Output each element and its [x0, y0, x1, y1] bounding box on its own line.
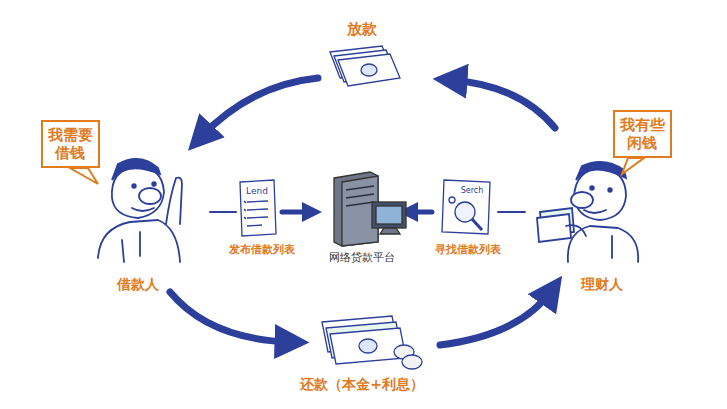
document-icon: [240, 180, 276, 236]
speech-bubble: 我有些闲钱: [613, 110, 672, 158]
bubble-text: 我有些闲钱: [620, 116, 665, 152]
caption-text: 寻找借款列表: [435, 244, 501, 257]
role-label: 理财人: [581, 276, 623, 292]
bills-coins-icon: [322, 316, 422, 369]
bills-icon: [330, 46, 400, 86]
icon-text: Serch: [461, 186, 484, 195]
speech-tail: [70, 158, 644, 184]
server-icon: [334, 172, 406, 246]
caption-text: 发布借款列表: [229, 244, 295, 257]
role-label: 借款人: [117, 276, 159, 292]
cycle-arrows: [170, 78, 555, 345]
bubble-text: 我需要借钱: [48, 126, 93, 162]
borrower-figure: [98, 159, 182, 262]
label-text: 放款: [347, 21, 377, 38]
caption-text: 还款（本金+利息）: [300, 376, 424, 392]
speech-bubble: 我需要借钱: [41, 120, 100, 168]
search-document-icon: [442, 180, 490, 234]
investor-figure: [537, 162, 638, 262]
caption-text: 网络贷款平台: [329, 252, 395, 265]
icon-text: Lend: [246, 186, 268, 196]
